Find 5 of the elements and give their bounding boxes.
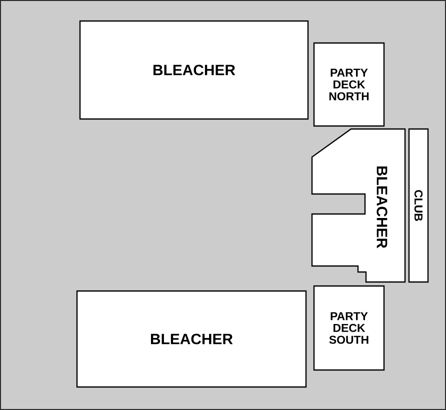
section-box: BLEACHER (79, 20, 309, 120)
section-box: PARTY DECK SOUTH (313, 285, 385, 371)
section-box: BLEACHER (76, 290, 307, 388)
section-box: CLUB (408, 128, 429, 283)
section-box: PARTY DECK NORTH (313, 42, 385, 127)
